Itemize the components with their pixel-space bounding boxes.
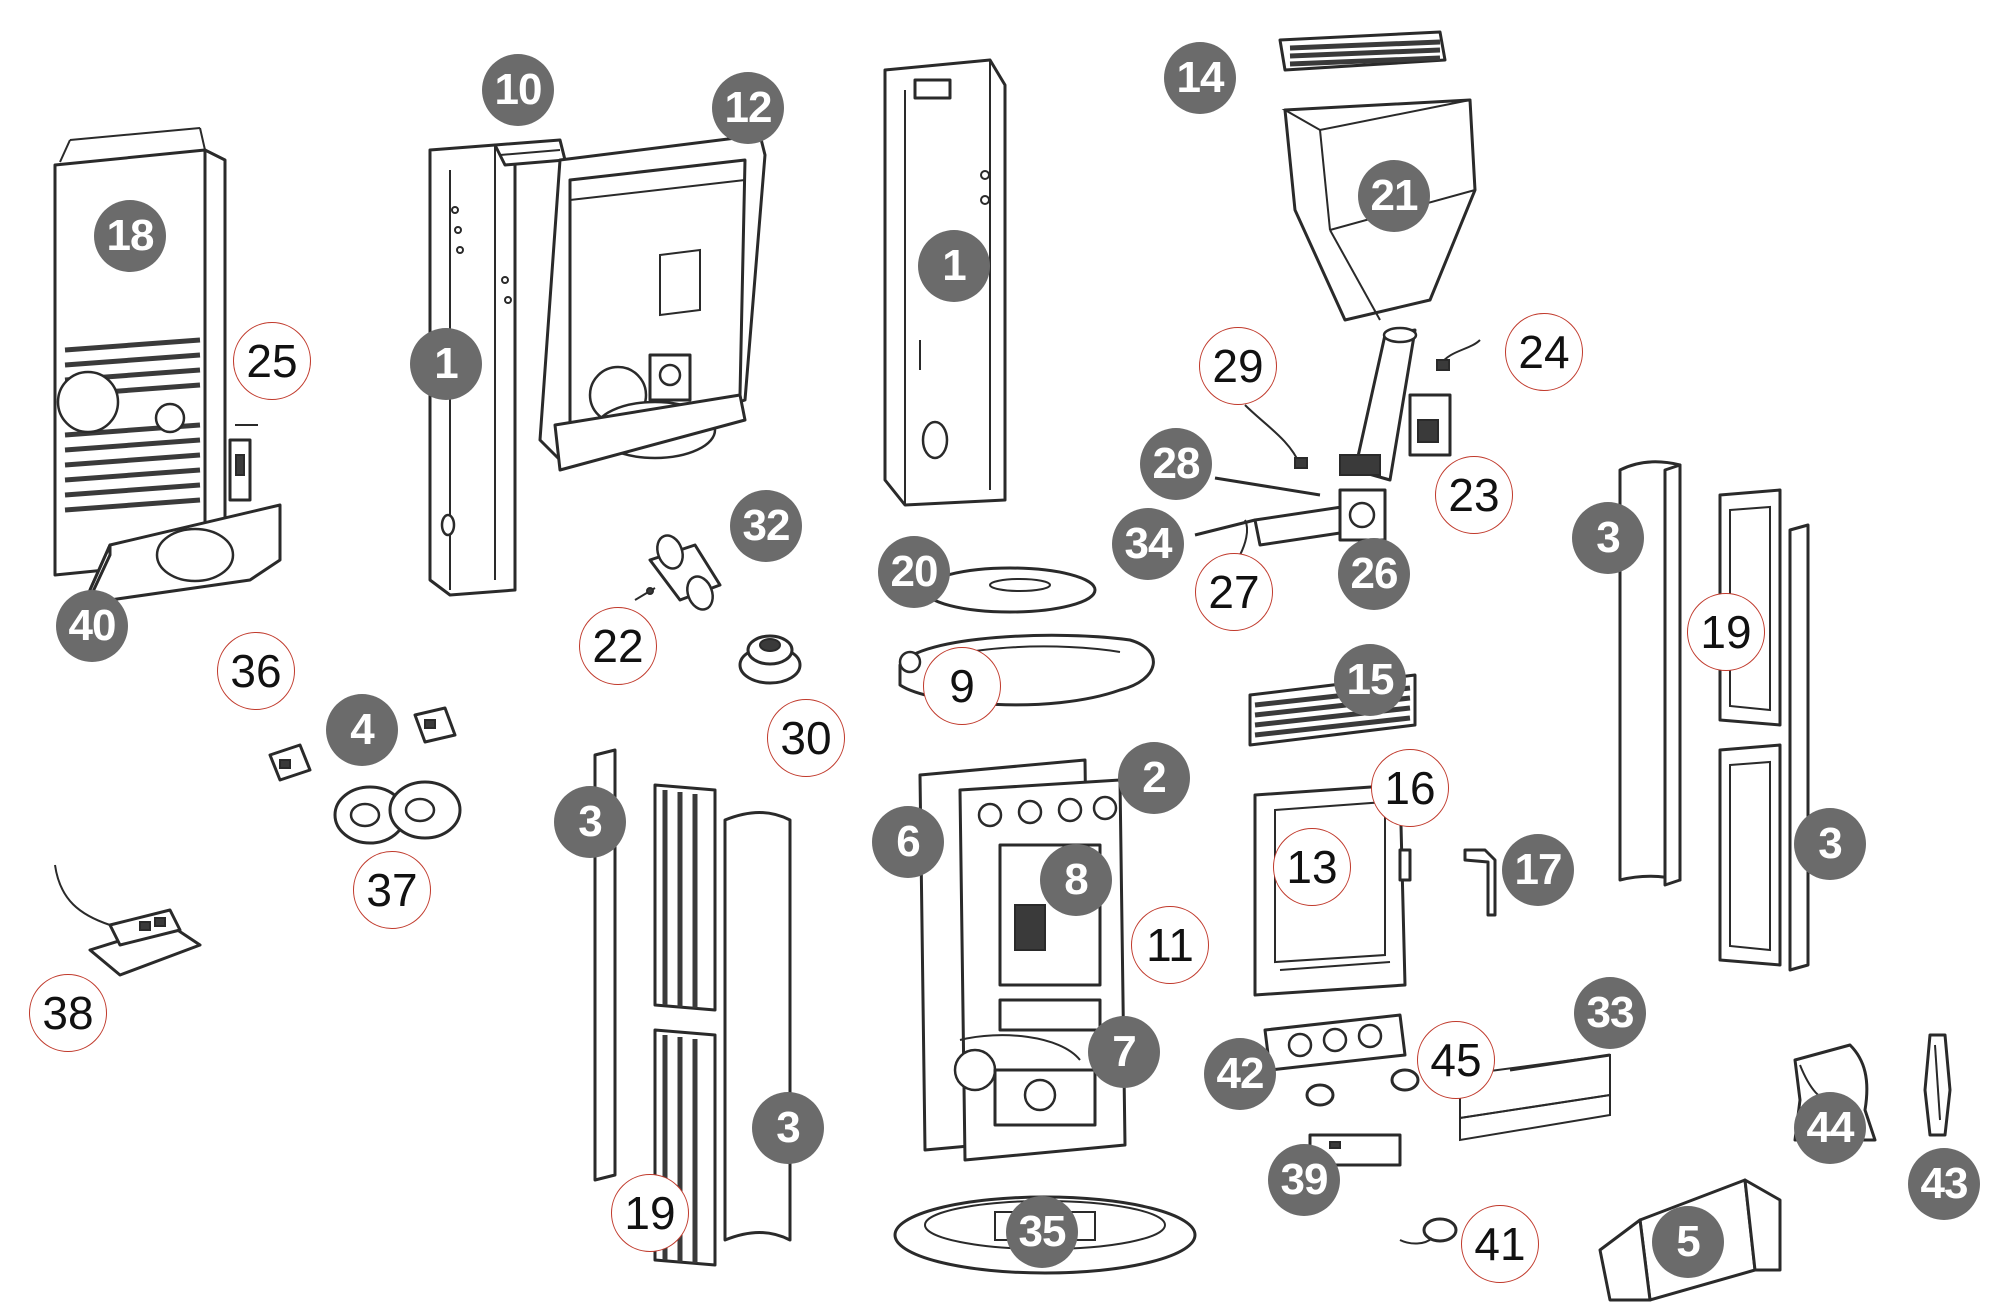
part-main-body [918,758,1127,1162]
part-scraper [1923,1033,1952,1137]
callout-20: 20 [878,536,950,608]
callout-11: 11 [1131,906,1209,984]
callout-23: 23 [1435,456,1513,534]
callout-26: 26 [1338,538,1410,610]
part-switches [268,706,457,782]
callout-8: 8 [1040,844,1112,916]
callout-17: 17 [1502,834,1574,906]
callout-1-right: 1 [918,230,990,302]
callout-5: 5 [1652,1206,1724,1278]
callout-7: 7 [1088,1016,1160,1088]
part-side-cladding-right [1618,460,1810,972]
callout-3-right-side: 3 [1794,808,1866,880]
part-rear-panel [53,127,258,577]
part-feeder-auger [1244,326,1481,482]
callout-13: 13 [1273,828,1351,906]
callout-42: 42 [1204,1038,1276,1110]
callout-15: 15 [1334,644,1406,716]
callout-33: 33 [1574,977,1646,1049]
callout-19-left: 19 [611,1174,689,1252]
part-tube [648,534,722,611]
callout-28: 28 [1140,428,1212,500]
callout-21: 21 [1358,160,1430,232]
callout-38: 38 [29,974,107,1052]
callout-19-right: 19 [1687,593,1765,671]
callout-40: 40 [56,590,128,662]
callout-1-left: 1 [410,328,482,400]
callout-25: 25 [233,322,311,400]
callout-16: 16 [1371,749,1449,827]
callout-30: 30 [767,699,845,777]
part-knob [738,634,802,685]
part-top-grid [1278,30,1447,72]
callout-27: 27 [1195,553,1273,631]
part-top-bracket [493,138,567,167]
callout-18: 18 [94,200,166,272]
callout-2: 2 [1118,742,1190,814]
part-rear-structure [538,133,767,472]
part-clip [634,587,656,601]
callout-34: 34 [1112,508,1184,580]
callout-3-left-front: 3 [554,786,626,858]
part-blowers [333,780,462,845]
callout-36: 36 [217,632,295,710]
part-handle-rod [1463,848,1497,917]
callout-9: 9 [923,647,1001,725]
leader-line [1509,1053,1611,1072]
part-control-box [54,864,202,977]
callout-43: 43 [1908,1148,1980,1220]
callout-12: 12 [712,72,784,144]
callout-4: 4 [326,694,398,766]
callout-24: 24 [1505,313,1583,391]
callout-45: 45 [1417,1021,1495,1099]
callout-29: 29 [1199,327,1277,405]
callout-37: 37 [353,851,431,929]
callout-32: 32 [730,490,802,562]
callout-35: 35 [1006,1196,1078,1268]
callout-39: 39 [1268,1144,1340,1216]
callout-44: 44 [1794,1092,1866,1164]
part-deflector [923,566,1097,614]
callout-10: 10 [482,54,554,126]
callout-6: 6 [872,806,944,878]
callout-41: 41 [1461,1205,1539,1283]
callout-3-right-front: 3 [1572,502,1644,574]
callout-22: 22 [579,607,657,685]
callout-14: 14 [1164,42,1236,114]
callout-3-left-side: 3 [752,1092,824,1164]
